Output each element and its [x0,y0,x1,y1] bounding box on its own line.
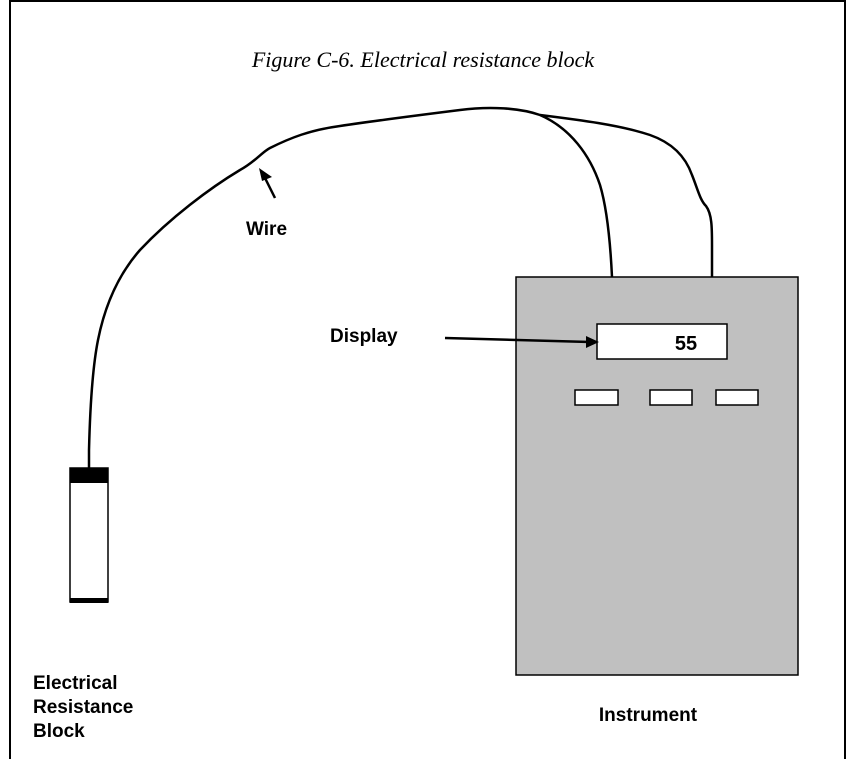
display-value: 55 [675,333,697,355]
block-bottom-cap [70,598,108,603]
wire-branch [539,113,714,277]
instrument-button-middle[interactable] [649,389,693,406]
display-arrow [444,336,599,348]
instrument-button-right[interactable] [715,389,759,406]
resistance-block [69,467,109,603]
instrument-button-left[interactable] [574,389,619,406]
display-label: Display [330,326,398,347]
figure-title: Figure C-6. Electrical resistance block [251,47,596,72]
wire-label: Wire [246,219,287,240]
wire-main [87,106,614,468]
instrument-label: Instrument [599,705,698,726]
block-label-line2: Resistance [33,697,133,718]
block-top-cap [70,468,108,483]
wire-arrow [259,168,277,199]
block-label-line1: Electrical [33,673,118,694]
instrument-display [596,323,728,360]
block-label-line3: Block [33,721,85,742]
